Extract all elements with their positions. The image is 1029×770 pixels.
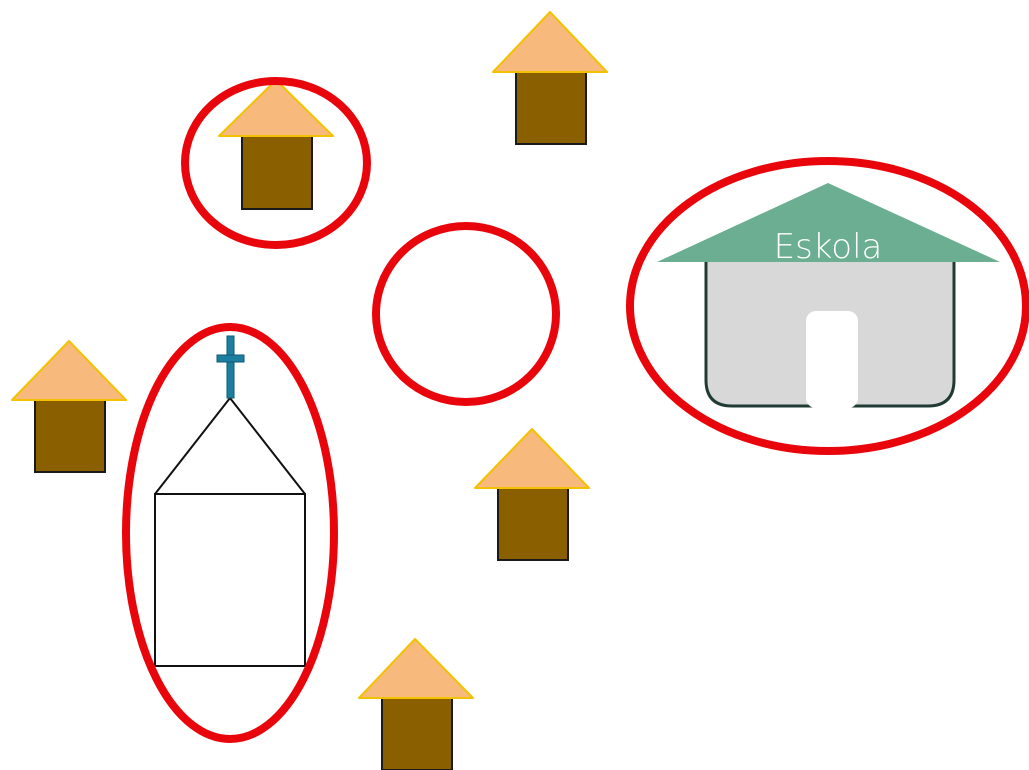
cross-icon xyxy=(216,335,245,399)
house-icon xyxy=(474,428,590,561)
house-icon xyxy=(358,638,474,770)
church-icon xyxy=(154,335,306,667)
highlight-circle-house xyxy=(181,77,371,249)
highlight-circle-empty xyxy=(372,222,560,406)
school-label: Eskola xyxy=(774,227,883,267)
school-icon: Eskola xyxy=(657,183,1000,408)
highlight-ellipse-church xyxy=(122,323,338,743)
highlight-ellipse-school xyxy=(626,157,1029,455)
house-icon xyxy=(11,340,127,473)
house-icon xyxy=(218,79,334,210)
house-icon xyxy=(492,11,608,145)
